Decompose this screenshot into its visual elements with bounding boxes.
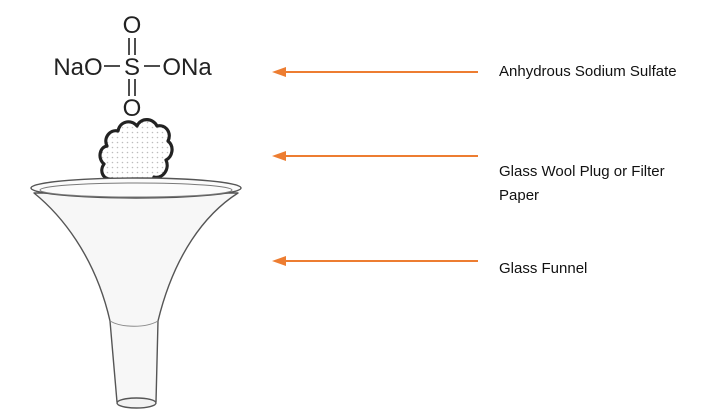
sulfur-atom: S [124, 54, 140, 81]
sodium-sulfate-structure: O NaO S ONa O [53, 12, 212, 122]
oxygen-top-atom: O [123, 12, 142, 39]
arrow-glass-wool [272, 151, 478, 161]
label-glass-funnel: Glass Funnel [499, 257, 709, 281]
label-glass-wool-line1: Glass Wool Plug or Filter [499, 163, 665, 180]
label-sodium-sulfate-text: Anhydrous Sodium Sulfate [499, 63, 677, 80]
arrow-glass-funnel [272, 256, 478, 266]
sodium-oxy-left: NaO [53, 54, 102, 81]
arrow-sodium-sulfate [272, 67, 478, 77]
sodium-oxy-right: ONa [162, 54, 212, 81]
glass-funnel-icon [30, 177, 242, 409]
glass-wool-plug-icon [98, 118, 174, 190]
label-sodium-sulfate: Anhydrous Sodium Sulfate [499, 60, 709, 84]
label-glass-funnel-text: Glass Funnel [499, 260, 588, 277]
label-glass-wool-line2: Paper [499, 187, 540, 204]
label-glass-wool: Glass Wool Plug or Filter Paper [499, 160, 709, 208]
oxygen-bottom-atom: O [123, 95, 142, 122]
